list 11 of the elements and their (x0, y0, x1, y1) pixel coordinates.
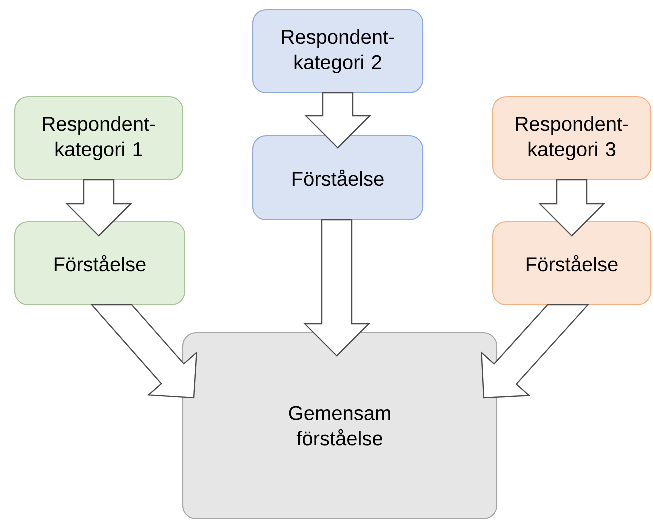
process-box: Gemensam förståelse (182, 332, 498, 520)
process-box: Förståelse (252, 135, 424, 221)
block-arrow (538, 179, 606, 237)
block-arrow (66, 179, 132, 237)
block-arrow (304, 219, 370, 357)
process-box: Respondent- kategori 1 (14, 96, 184, 181)
process-box: Förståelse (492, 221, 652, 306)
process-box: Förståelse (14, 221, 186, 306)
block-arrow (304, 92, 372, 149)
process-box: Respondent- kategori 2 (252, 9, 424, 94)
process-box: Respondent- kategori 3 (492, 96, 652, 181)
